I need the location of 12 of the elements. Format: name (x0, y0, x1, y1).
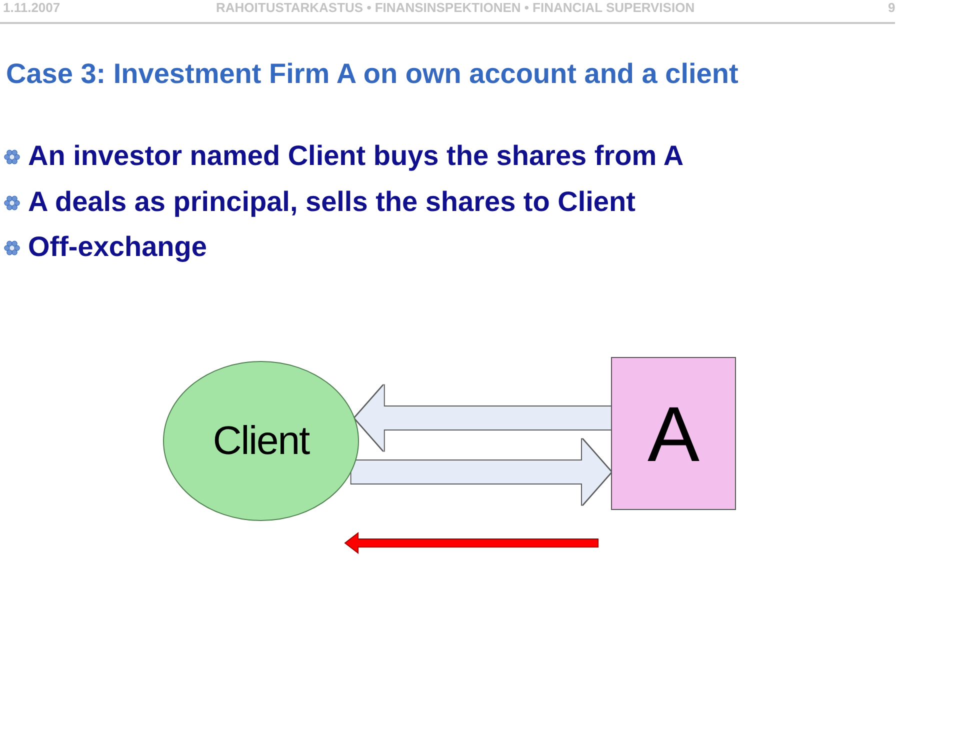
header-text: RAHOITUSTARKASTUS • FINANSINSPEKTIONEN • FINANCIAL SUPERVISION (216, 0, 695, 15)
rect-node (611, 357, 736, 510)
node-label: Client (212, 421, 310, 461)
block-arrow (354, 385, 611, 451)
bullet-text: An investor named Client buys the shares from A (28, 140, 684, 172)
header-date: 1.11.2007 (3, 0, 60, 15)
bullet-text: Off-exchange (28, 231, 207, 263)
block-arrow (351, 439, 611, 505)
slide-title: Case 3: Investment Firm A on own account and a client (6, 58, 738, 90)
bullet-text: A deals as principal, sells the shares to Client (28, 186, 636, 218)
node-label: A (647, 394, 700, 472)
page-number: 9 (888, 0, 896, 15)
